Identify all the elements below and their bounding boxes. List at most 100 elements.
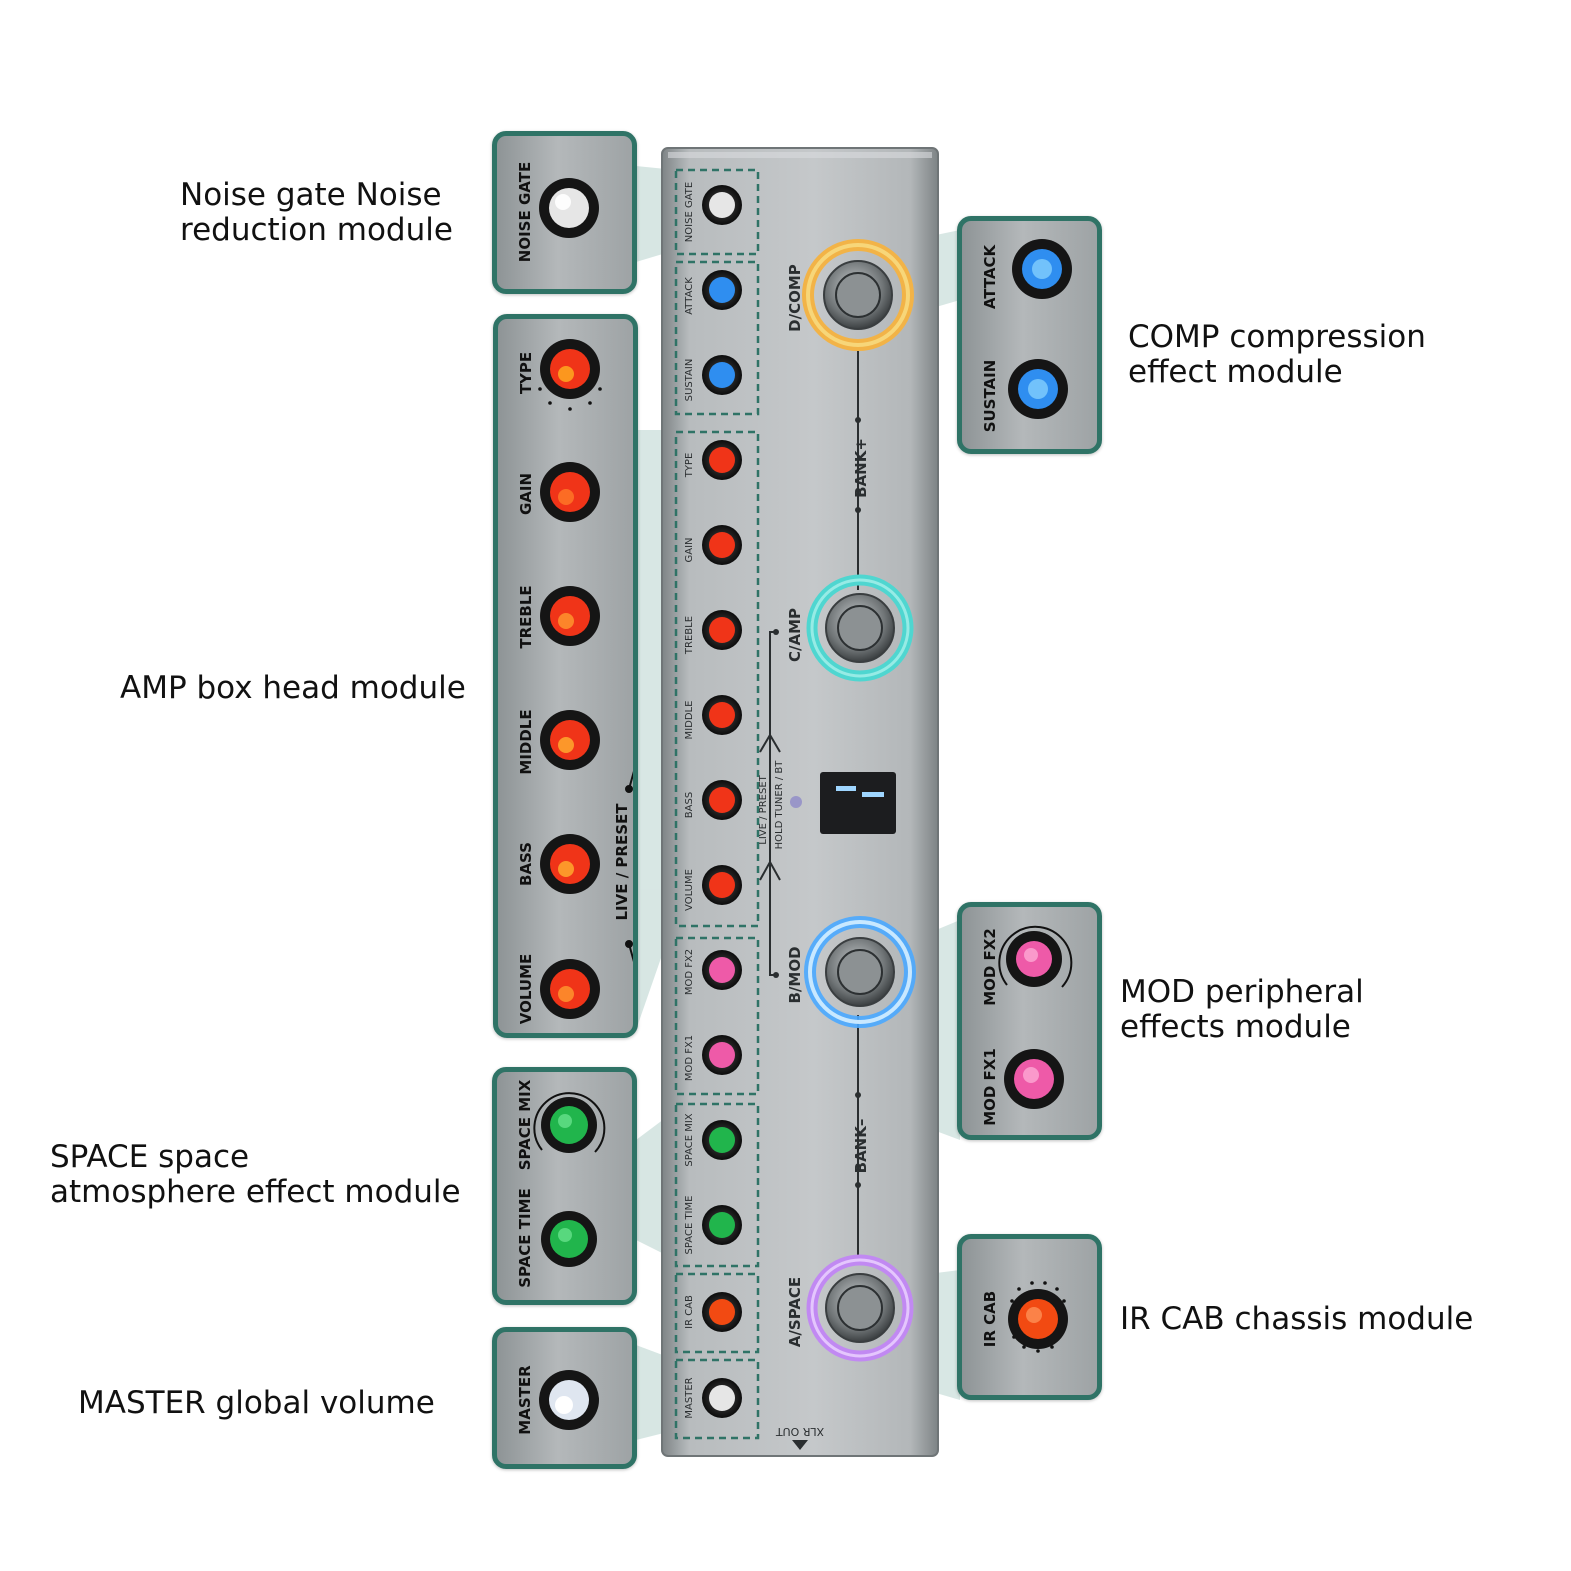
callout-comp: ATTACK SUSTAIN (957, 216, 1102, 454)
device-knob-space-mix (702, 1120, 742, 1160)
live-preset-switch-icon (625, 771, 633, 962)
device-knob-noise-gate (702, 185, 742, 225)
caption-space: SPACE space atmosphere effect module (50, 1139, 461, 1210)
xlr-out-arrow-icon (792, 1440, 808, 1450)
device-label-volume: VOLUME (684, 869, 695, 911)
sustain-knob (1008, 359, 1068, 419)
callout-amp: TYPE GAIN TREBLE MIDDLE BASS VOLUME LIVE… (493, 314, 638, 1038)
device-knob-volume (702, 865, 742, 905)
status-led (790, 796, 802, 808)
device-label-middle: MIDDLE (684, 701, 695, 740)
caption-mod: MOD peripheral effects module (1120, 974, 1364, 1045)
device-label-live-preset: LIVE / PRESET (758, 774, 769, 844)
amp-knob-middle (540, 710, 600, 770)
caption-noise-gate: Noise gate Noise reduction module (180, 177, 453, 248)
device-label-space-time: SPACE TIME (684, 1196, 695, 1255)
caption-ircab: IR CAB chassis module (1120, 1301, 1474, 1337)
footswitch-a-label: A/SPACE (786, 1277, 804, 1347)
mod-fx2-knob (1006, 931, 1062, 987)
attack-knob (1012, 239, 1072, 299)
device-knob-gain (702, 525, 742, 565)
callout-ircab: IR CAB (957, 1234, 1102, 1400)
amp-knob-type (540, 339, 600, 399)
device-label-sustain: SUSTAIN (684, 359, 695, 402)
type-knob-dots (538, 387, 602, 411)
bank-up-label: BANK+ (852, 438, 870, 498)
device-knob-mod-fx1 (702, 1035, 742, 1075)
callout-label-sustain: SUSTAIN (981, 360, 999, 433)
footswitch-b (804, 916, 916, 1028)
group-noise-gate (674, 168, 760, 256)
callout-label-mod-fx2: MOD FX2 (981, 928, 999, 1006)
callout-master: MASTER (492, 1327, 637, 1469)
footswitch-c (806, 574, 914, 682)
callout-label-mod-fx1: MOD FX1 (981, 1048, 999, 1126)
noise-gate-knob (539, 178, 599, 238)
callout-label-volume: VOLUME (517, 954, 535, 1024)
space-mix-knob (541, 1097, 597, 1153)
xlr-out-label: XLR OUT (776, 1425, 825, 1438)
space-mix-scale-arc (533, 1092, 606, 1153)
amp-knob-treble (540, 586, 600, 646)
callout-label-space-mix: SPACE MIX (516, 1079, 534, 1170)
caption-comp: COMP compression effect module (1128, 319, 1426, 390)
device-label-treble: TREBLE (684, 616, 695, 655)
device-knob-mod-fx2 (702, 950, 742, 990)
device-label-bass: BASS (684, 792, 695, 818)
mod-fx2-scale-arc (998, 925, 1073, 988)
display-screen (820, 772, 896, 834)
callout-label-bass: BASS (517, 842, 535, 886)
callout-noise-gate: NOISE GATE (492, 131, 637, 294)
footswitch-c-label: C/AMP (786, 608, 804, 662)
device-label-gain: GAIN (684, 537, 695, 562)
device-label-attack: ATTACK (684, 277, 695, 315)
group-ircab (674, 1272, 760, 1354)
callout-label-live-preset: LIVE / PRESET (613, 803, 631, 921)
amp-knob-volume (540, 959, 600, 1019)
callout-label-type: TYPE (517, 352, 535, 394)
space-time-knob (541, 1211, 597, 1267)
footswitch-d-label: D/COMP (786, 264, 804, 332)
callout-mod: MOD FX2 MOD FX1 (957, 902, 1102, 1140)
device-label-mod-fx1: MOD FX1 (684, 1035, 695, 1081)
callout-space: SPACE MIX SPACE TIME (492, 1067, 637, 1305)
group-amp (674, 430, 760, 928)
group-comp (674, 260, 760, 416)
group-mod (674, 936, 760, 1096)
amp-knob-gain (540, 462, 600, 522)
amp-knob-bass (540, 834, 600, 894)
caption-master: MASTER global volume (78, 1385, 435, 1421)
footswitch-b-label: B/MOD (786, 946, 804, 1003)
device-knob-attack (702, 270, 742, 310)
footswitch-d (802, 239, 914, 351)
footswitch-a (806, 1254, 914, 1362)
device-label-type: TYPE (684, 453, 695, 479)
caption-amp: AMP box head module (120, 670, 466, 706)
group-master (674, 1358, 760, 1440)
device-label-space-mix: SPACE MIX (684, 1113, 695, 1166)
device-knob-treble (702, 610, 742, 650)
callout-label-gain: GAIN (517, 473, 535, 515)
device-knob-middle (702, 695, 742, 735)
callout-label-space-time: SPACE TIME (516, 1188, 534, 1288)
device-knob-sustain (702, 355, 742, 395)
bank-down-label: BANK– (852, 1119, 870, 1174)
device-label-mod-fx2: MOD FX2 (684, 949, 695, 995)
master-knob (539, 1370, 599, 1430)
callout-label-middle: MIDDLE (517, 709, 535, 774)
device-label-ir-cab: IR CAB (684, 1295, 695, 1329)
callout-label-ir-cab: IR CAB (981, 1291, 999, 1347)
mod-fx1-knob (1004, 1049, 1064, 1109)
ir-cab-knob (1008, 1289, 1068, 1349)
device-label-master: MASTER (684, 1377, 695, 1418)
device-knob-ir-cab (702, 1292, 742, 1332)
callout-label-treble: TREBLE (517, 585, 535, 648)
device-knob-type (702, 440, 742, 480)
device-label-noise-gate: NOISE GATE (684, 182, 695, 242)
device-knob-master (702, 1378, 742, 1418)
device-knob-space-time (702, 1205, 742, 1245)
group-space (674, 1102, 760, 1268)
callout-label-master: MASTER (516, 1365, 534, 1435)
